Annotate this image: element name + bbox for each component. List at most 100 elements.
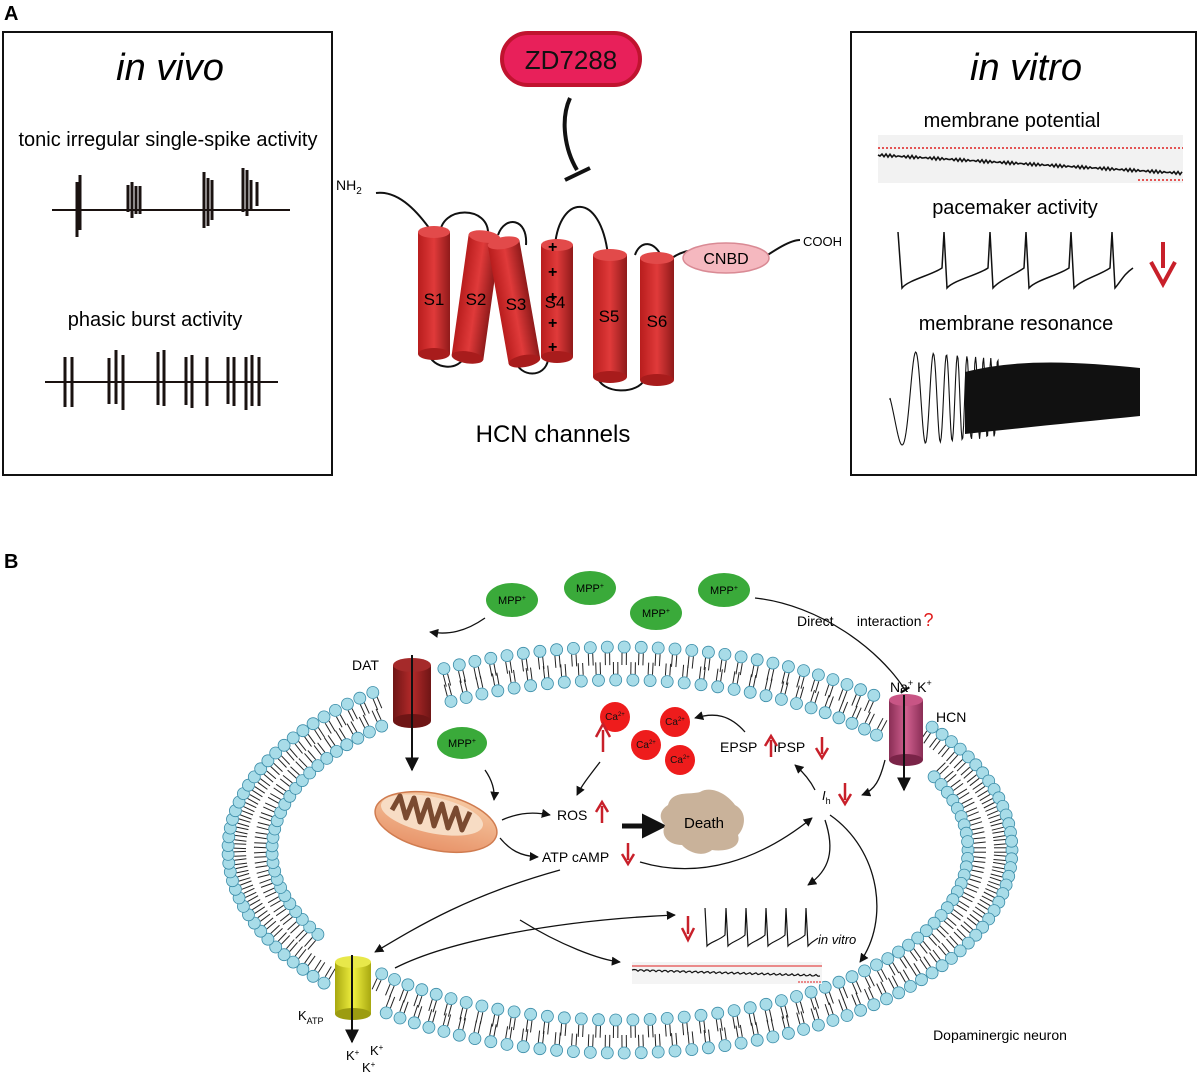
mitochondrion [374,790,498,854]
svg-text:MPP+: MPP+ [642,608,670,620]
helix-s2 [451,230,501,364]
lipid-head [541,1009,554,1023]
epsp-increase-arrow [763,733,779,757]
lipid-head [782,660,795,674]
lipid-head [353,691,367,705]
atp-to-ih-arrow [639,817,813,870]
mpp-molecule: MPP+ [486,583,538,617]
hcn-label: HCN [936,709,966,725]
cell-death-blob: Death [660,789,744,854]
lipid-head [892,945,905,959]
lipid-head [902,938,915,952]
mito-to-ros-arrow [501,808,551,821]
lipid-head [388,973,401,986]
lipid-head [750,1033,764,1047]
lipid-head [366,686,380,699]
s4-charge: + [548,239,557,256]
lipid-head [911,931,925,945]
lipid-head [812,668,825,682]
lipid-head [711,1006,725,1020]
ros-increase-arrow [594,799,610,823]
lipid-head [668,1044,682,1058]
lipid-head [557,675,571,689]
lipid-head [734,1036,748,1050]
lipid-head [296,724,310,738]
ih-label: Ih [822,788,831,806]
lipid-head [379,1006,393,1020]
lipid-head [892,986,906,1000]
lipid-head [870,728,883,742]
katp-to-pacemaker-arrow [394,910,676,969]
n-terminus-label: NH2 [336,177,362,197]
death-label: Death [684,815,724,832]
lipid-head [750,653,764,667]
panel-a-letter: A [4,3,18,25]
svg-text:MPP+: MPP+ [448,738,476,750]
hcn-to-ih-arrow [861,759,886,797]
cnbd-label: CNBD [703,251,748,268]
lipid-head [925,720,939,734]
lipid-head [261,932,275,946]
lipid-head [626,1013,640,1027]
segment-label-s4: S4 [545,293,566,312]
lipid-head [643,674,657,687]
in-vitro-title: in vitro [970,47,1082,89]
k-ion-3: K+ [362,1060,376,1075]
lipid-head [685,644,699,657]
hcn-channels-caption: HCN channels [476,421,631,448]
lipid-head [677,1010,691,1024]
lipid-head [915,973,928,987]
lipid-head [961,936,975,950]
lipid-head [845,970,859,984]
lipid-head [500,649,514,662]
lipid-head [422,1020,436,1034]
lipid-head [277,948,291,962]
lipid-head [617,640,631,654]
lipid-head [660,675,674,688]
katp-label: KATP [298,1008,324,1026]
lipid-head [557,1011,571,1025]
lipid-head [643,1013,657,1026]
lipid-head [306,969,320,983]
lipid-head [592,673,605,687]
helix-s1 [418,226,450,360]
calcium-ion: Ca2+ [600,702,630,732]
lipid-head [415,983,429,997]
lipid-head [904,980,917,993]
svg-text:Ca2+: Ca2+ [670,755,690,766]
in-vitro-small-label: in vitro [818,932,856,947]
lipid-head [727,683,741,696]
lipid-head [340,697,354,711]
lipid-head [320,752,334,765]
lipid-head [375,719,389,733]
lipid-head [437,1025,451,1038]
k-ion-1: K+ [346,1048,360,1063]
ipsp-decrease-arrow [814,737,830,761]
lipid-head [651,641,665,655]
mpp-molecules: MPP+MPP+MPP+MPP+ [486,571,750,630]
lipid-head [782,1026,795,1040]
pacemaker-decrease-arrow-small [680,916,696,943]
lipid-head [550,1043,563,1057]
lipid-head [468,655,482,668]
lipid-head [286,955,300,969]
lipid-head [969,928,983,942]
lipid-head [804,985,818,999]
dopaminergic-neuron-label: Dopaminergic neuron [933,1027,1067,1043]
katp-channel: KATP K+ K+ K+ [298,955,384,1075]
lipid-head [401,978,415,992]
lipid-head [484,1035,498,1049]
lipid-head [743,685,757,699]
zd7288-inhibition-bar [564,166,591,182]
calcium-to-ros-arrow [576,761,601,796]
katp-to-mp-arrow [519,919,621,966]
lipid-head [880,992,893,1006]
na-k-ion-label: Na+K+ [890,678,932,695]
k-ion-2: K+ [370,1043,384,1058]
s4-charge: + [548,315,557,332]
cell-membrane-bilayer [221,640,1019,1060]
lipid-head [845,716,859,730]
lipid-head [790,990,803,1003]
n-terminus-loop [375,191,433,233]
